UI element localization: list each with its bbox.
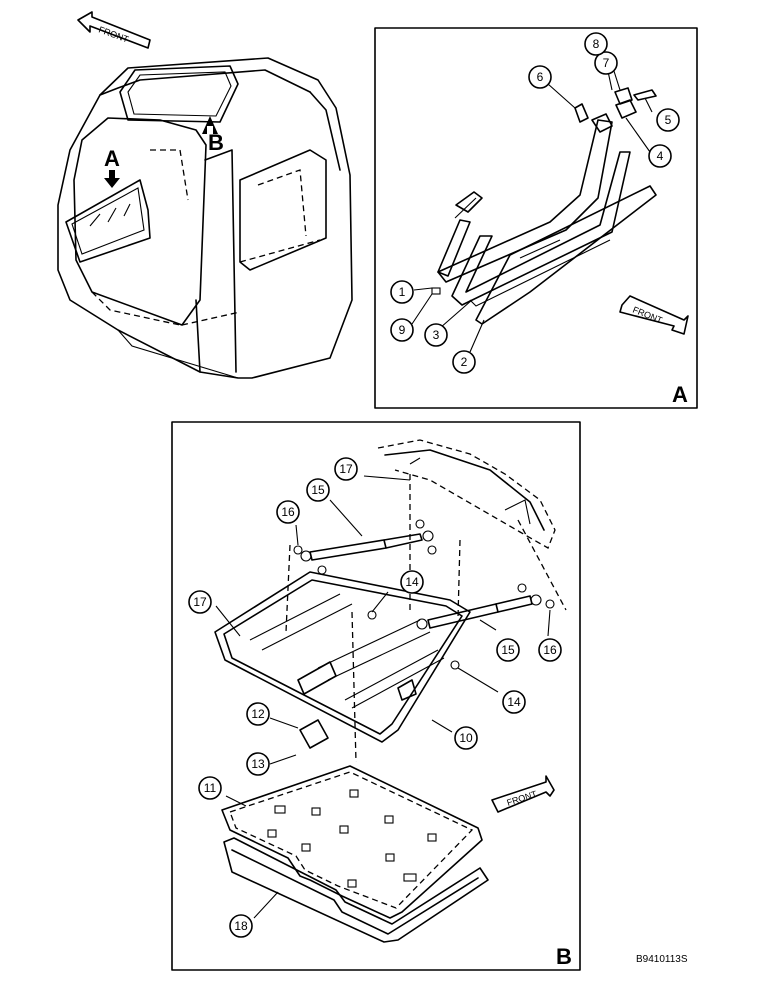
callout-3: 3 (424, 323, 448, 347)
svg-text:9: 9 (399, 323, 406, 337)
arrow-b-label: B (208, 130, 224, 155)
front-label-b: FRONT (506, 789, 539, 808)
arrow-b-marker: B (202, 116, 224, 155)
svg-text:1: 1 (399, 285, 406, 299)
figure-code: B9410113S (636, 954, 688, 965)
hatch-frame (214, 571, 471, 743)
callout-17-left: 17 (188, 590, 212, 614)
detail-a-letter: A (672, 382, 688, 407)
svg-text:17: 17 (193, 595, 207, 609)
callout-18: 18 (229, 914, 253, 938)
svg-text:13: 13 (251, 757, 265, 771)
detail-a-frame (374, 27, 698, 409)
callout-4: 4 (648, 144, 672, 168)
svg-text:11: 11 (204, 781, 217, 795)
callout-2: 2 (452, 350, 476, 374)
callout-5: 5 (656, 108, 680, 132)
front-label: FRONT (97, 24, 130, 44)
svg-text:7: 7 (603, 56, 610, 70)
arrow-a-marker: A (104, 146, 120, 188)
svg-text:16: 16 (281, 505, 295, 519)
callout-7: 7 (594, 51, 618, 75)
front-label-a: FRONT (631, 305, 664, 326)
svg-text:15: 15 (501, 643, 515, 657)
callout-17-top: 17 (334, 457, 358, 481)
window-frame (437, 119, 613, 283)
callout-15-lower: 15 (496, 638, 520, 662)
seal-plate-holes (267, 789, 437, 888)
svg-text:14: 14 (507, 695, 521, 709)
gas-strut-lower (416, 594, 542, 630)
detail-b-panel: FRONT 17 15 16 14 17 15 16 14 12 10 13 1… (171, 421, 581, 971)
callout-16-left: 16 (276, 500, 300, 524)
svg-text:18: 18 (234, 919, 248, 933)
svg-text:6: 6 (537, 70, 544, 84)
callout-11: 11 (198, 776, 222, 800)
cab-overview: FRONT A B (57, 11, 353, 379)
callout-6: 6 (528, 65, 552, 89)
callout-12: 12 (246, 702, 270, 726)
front-arrow-a: FRONT (619, 295, 689, 335)
svg-text:12: 12 (251, 707, 265, 721)
svg-text:16: 16 (543, 643, 557, 657)
arrow-a-label: A (104, 146, 120, 171)
gasket (223, 837, 489, 943)
detail-a-panel: FRONT 1 2 3 4 5 6 7 8 9 A (374, 27, 698, 409)
front-arrow-cab: FRONT (77, 11, 151, 49)
detail-b-frame (171, 421, 581, 971)
gas-strut-upper (300, 530, 434, 562)
callout-14-upper: 14 (400, 570, 424, 594)
callout-10: 10 (454, 726, 478, 750)
svg-text:17: 17 (339, 462, 353, 476)
callout-9: 9 (390, 318, 414, 342)
callout-15-upper: 15 (306, 478, 330, 502)
callout-14-lower: 14 (502, 690, 526, 714)
knob-part (574, 103, 589, 123)
front-arrow-b: FRONT (491, 775, 555, 813)
svg-text:15: 15 (311, 483, 325, 497)
seal-plate (221, 765, 483, 919)
callout-16-right: 16 (538, 638, 562, 662)
callout-1: 1 (390, 280, 414, 304)
callout-8: 8 (584, 32, 608, 56)
svg-text:3: 3 (433, 328, 440, 342)
callout-13: 13 (246, 752, 270, 776)
glass-pane (475, 185, 657, 325)
svg-text:4: 4 (657, 149, 664, 163)
svg-text:2: 2 (461, 355, 468, 369)
svg-text:8: 8 (593, 37, 600, 51)
svg-text:5: 5 (665, 113, 672, 127)
detail-b-letter: B (556, 944, 572, 969)
svg-text:14: 14 (405, 575, 419, 589)
svg-text:10: 10 (459, 731, 473, 745)
